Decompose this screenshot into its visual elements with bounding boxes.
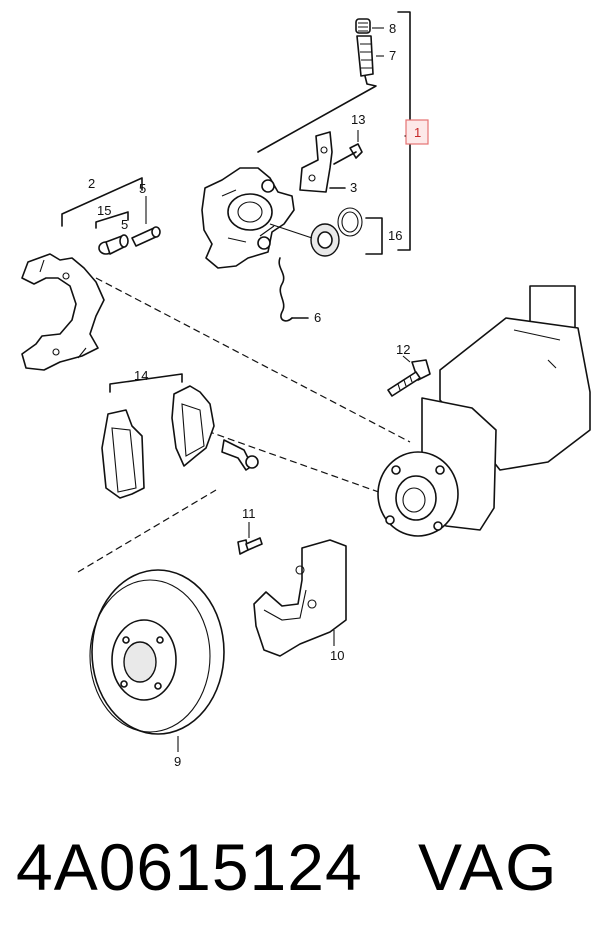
- bolt-part-13: [333, 130, 363, 165]
- callout-3: 3: [350, 180, 357, 195]
- guide-bolt-part-5: [131, 226, 161, 247]
- spring-clip-part-6: [278, 257, 309, 322]
- callout-14: 14: [134, 368, 148, 383]
- guide-bush-part-15: [98, 234, 129, 255]
- callout-8: 8: [389, 21, 396, 36]
- caliper-housing: [201, 167, 295, 269]
- brand-name: VAG: [418, 830, 559, 904]
- callout-10: 10: [330, 648, 344, 663]
- callout-13: 13: [351, 112, 365, 127]
- splash-shield-part-10: [253, 539, 347, 657]
- bolt-part-11: [237, 522, 263, 555]
- assembly-bracket-1: 1: [397, 11, 429, 251]
- brake-assembly-diagram: 1 8 7 3 13: [21, 11, 591, 769]
- part-number: 4A0615124: [16, 830, 363, 904]
- highlight-box: [405, 119, 429, 145]
- callout-9: 9: [174, 754, 181, 769]
- callout-7: 7: [389, 48, 396, 63]
- callout-1: 1: [414, 125, 421, 140]
- caliper-carrier-part-2: [21, 253, 105, 371]
- wear-sensor-plug: [221, 439, 259, 471]
- callout-15: 15: [97, 203, 111, 218]
- bracket-part-3: [299, 131, 346, 193]
- brake-pad-inner: [101, 409, 145, 499]
- wheel-hub: [377, 451, 459, 537]
- dust-cap-part-8: [355, 18, 371, 34]
- callout-12: 12: [396, 342, 410, 357]
- piston-seal-part-16: [269, 207, 363, 257]
- bleed-screw-part-7: [257, 35, 377, 153]
- callout-2: 2: [88, 176, 95, 191]
- callout-6: 6: [314, 310, 321, 325]
- footer: 4A0615124 VAG: [0, 822, 600, 912]
- callout-5-bolt: 5: [139, 181, 146, 196]
- callout-16: 16: [388, 228, 402, 243]
- brake-pad-outer: [171, 385, 215, 467]
- brake-disc-part-9: [89, 569, 225, 752]
- callout-5-bush: 5: [121, 217, 128, 232]
- callout-11: 11: [242, 506, 256, 521]
- hub-bolt-part-12: [387, 355, 431, 397]
